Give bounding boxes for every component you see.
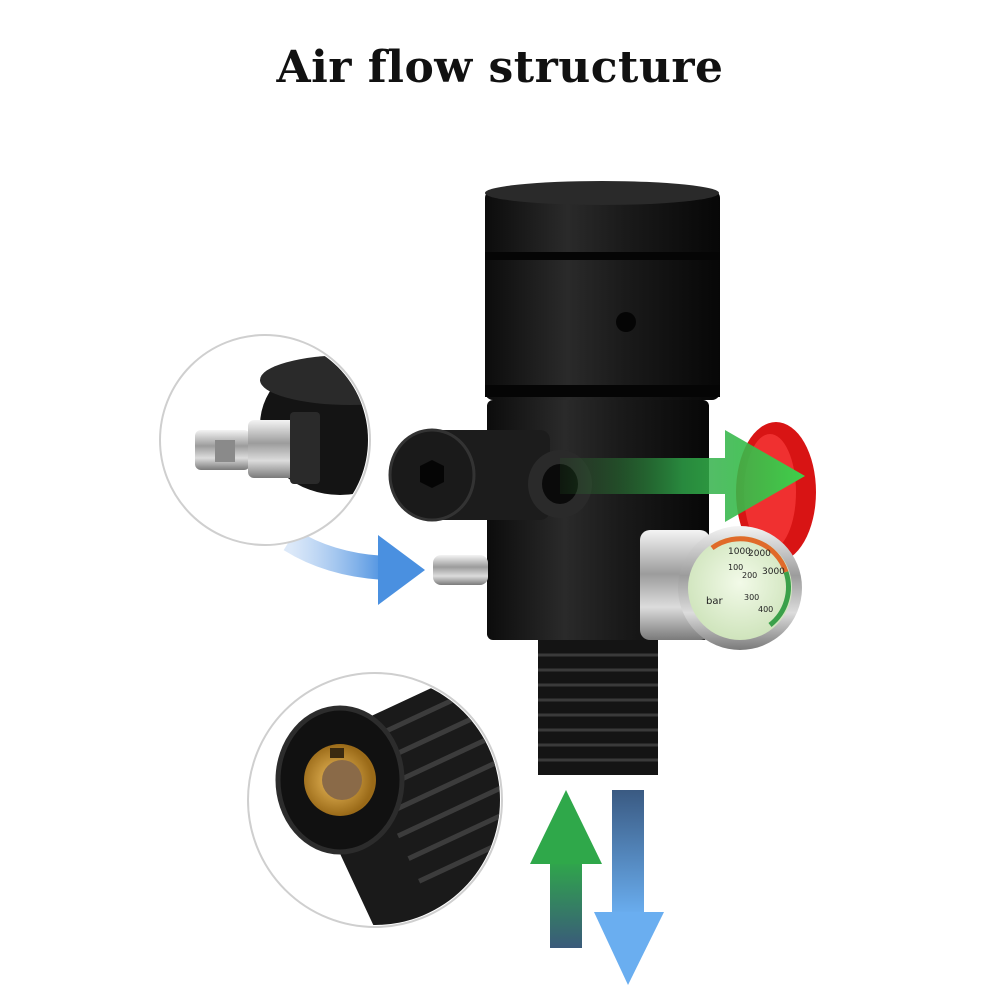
threaded-stem [538,640,658,775]
gauge-tick-label: 1000 [728,547,751,557]
pressure-gauge: 1000 2000 3000 100 200 300 400 bar [640,526,802,650]
gauge-tick-label: 3000 [762,567,785,577]
inset-brass-filter [247,672,503,928]
gauge-unit-label: bar [706,596,723,607]
gauge-tick-label: 400 [758,605,773,614]
down-arrow [594,790,664,985]
inflow-curve-arrow [283,529,425,605]
gauge-tick-label: 300 [744,593,759,602]
gauge-tick-label: 200 [742,571,757,580]
regulator-top-cap [485,181,720,400]
up-arrow [530,790,602,948]
outflow-arrow [560,430,805,522]
gauge-tick-label: 100 [728,563,743,572]
fill-nipple [433,555,488,585]
page-title: Air flow structure [276,42,724,93]
gauge-tick-label: 2000 [748,549,771,559]
inset-quick-disconnect [159,334,371,546]
